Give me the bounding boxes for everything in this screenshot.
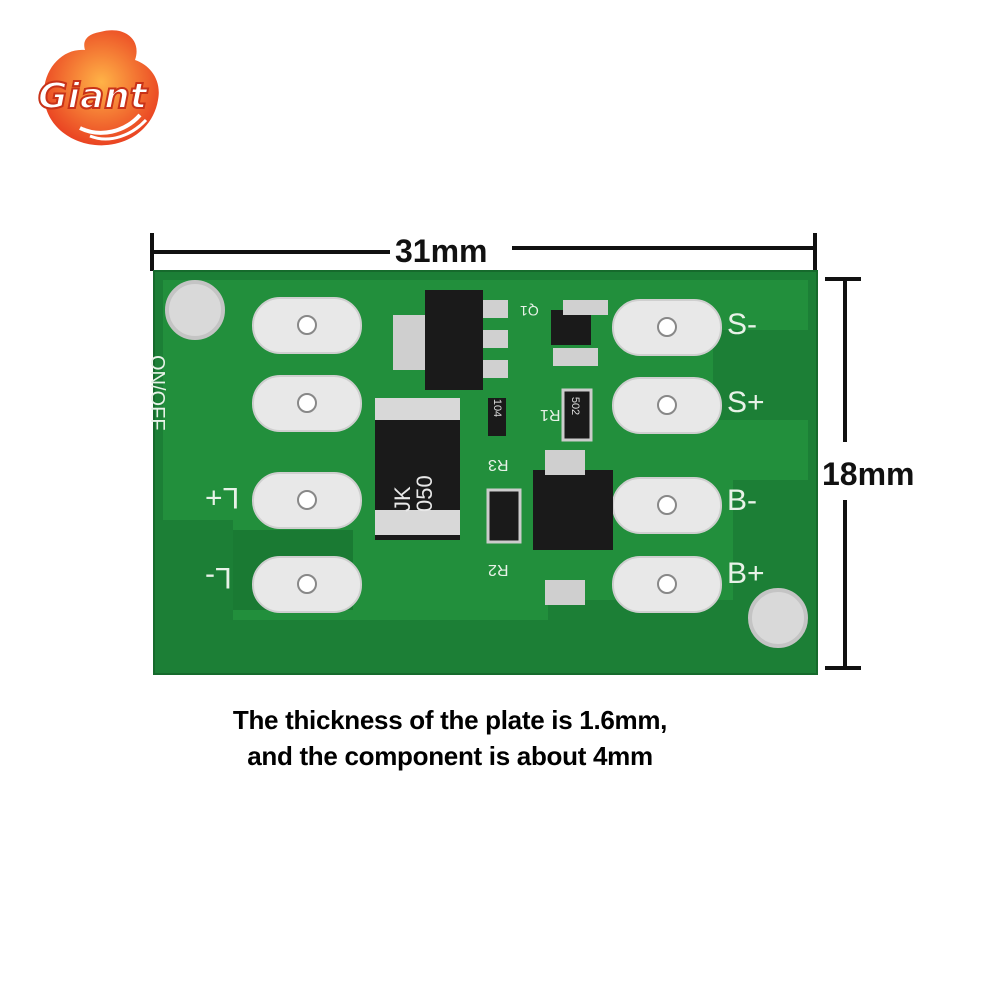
pad-label-l-minus: L- bbox=[205, 561, 232, 594]
width-dim-line-right bbox=[512, 246, 816, 250]
mount-hole-bottom-right bbox=[748, 588, 808, 648]
height-dim-line-top bbox=[843, 277, 847, 442]
r1-label: R1 bbox=[540, 406, 561, 423]
r3-label: R3 bbox=[488, 456, 509, 473]
pad-label-s-plus: S+ bbox=[727, 386, 765, 419]
caption-line-2: and the component is about 4mm bbox=[247, 741, 653, 771]
logo-text: Giant bbox=[38, 76, 149, 117]
width-label: 31mm bbox=[395, 233, 488, 269]
pad-label-s-minus: S- bbox=[727, 308, 757, 341]
pad-label-l-plus: L+ bbox=[205, 481, 240, 514]
caption: The thickness of the plate is 1.6mm, and… bbox=[160, 702, 740, 774]
r2-label: R2 bbox=[488, 561, 509, 578]
brand-logo: Giant bbox=[37, 30, 159, 146]
pcb-board bbox=[153, 270, 818, 675]
mount-hole-top-left bbox=[165, 280, 225, 340]
height-dim-line-bottom bbox=[843, 500, 847, 670]
height-label: 18mm bbox=[822, 456, 915, 492]
switch-label: ON/OFF bbox=[146, 355, 168, 431]
pad-label-b-minus: B- bbox=[727, 484, 757, 517]
r1-value: 502 bbox=[569, 396, 582, 416]
width-dim-line-left bbox=[150, 250, 390, 254]
r3-value: 104 bbox=[491, 398, 504, 418]
diode-label: JK 050 bbox=[390, 475, 437, 512]
pad-label-b-plus: B+ bbox=[727, 557, 765, 590]
caption-line-1: The thickness of the plate is 1.6mm, bbox=[232, 705, 668, 735]
width-dim-tick-right bbox=[813, 233, 817, 271]
q1-label: Q1 bbox=[520, 303, 539, 319]
